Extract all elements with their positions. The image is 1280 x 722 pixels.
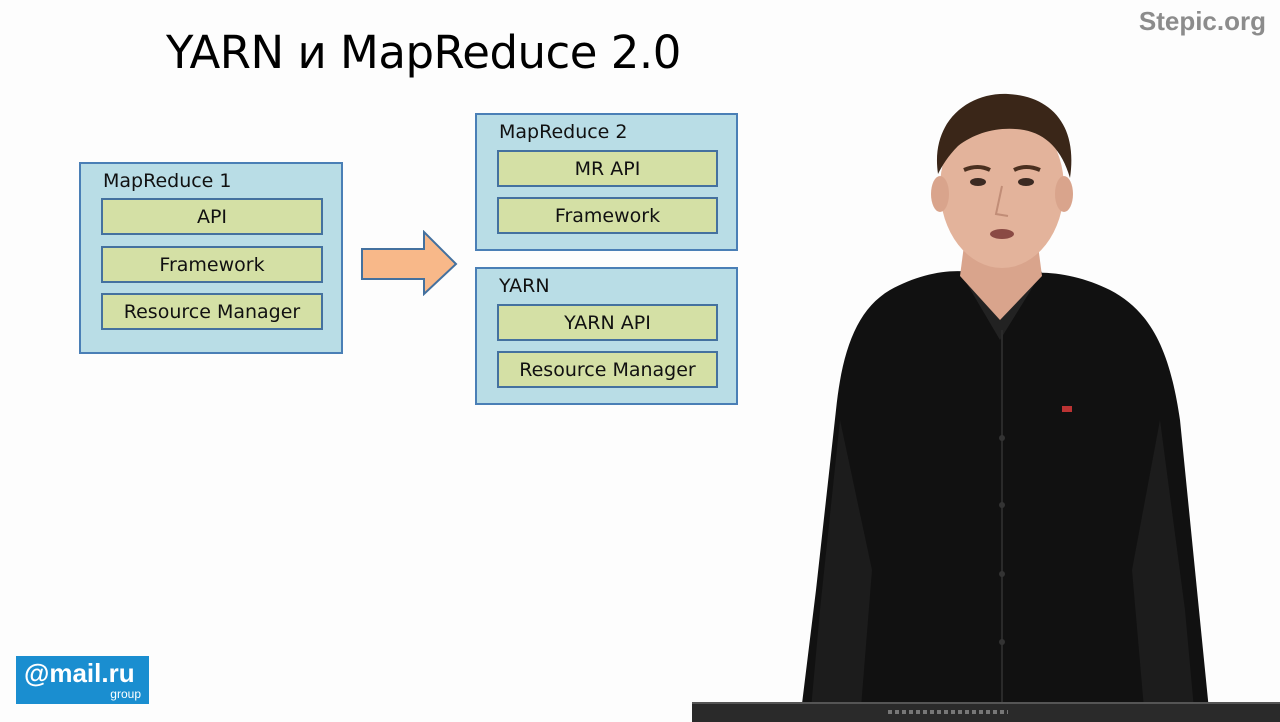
- yarn-api-layer: YARN API: [497, 304, 718, 341]
- stepic-watermark: Stepic.org: [1138, 6, 1266, 36]
- yarn-resource-manager-layer: Resource Manager: [497, 351, 718, 388]
- yarn-group: YARN YARN API Resource Manager: [475, 267, 738, 405]
- api-layer: API: [101, 198, 323, 235]
- resource-manager-layer: Resource Manager: [101, 293, 323, 330]
- mr-api-layer: MR API: [497, 150, 718, 187]
- logo-main-text: @mail.ru: [24, 658, 135, 688]
- logo-sub-text: group: [110, 687, 141, 701]
- presenter-figure: [800, 93, 1210, 720]
- mr2-framework-layer: Framework: [497, 197, 718, 234]
- yarn-label: YARN: [499, 275, 550, 297]
- mailru-group-logo: @mail.ru group: [16, 656, 149, 704]
- slide-title: YARN и MapReduce 2.0: [166, 26, 681, 79]
- transition-arrow: [361, 230, 458, 296]
- mapreduce1-group: MapReduce 1 API Framework Resource Manag…: [79, 162, 343, 354]
- mapreduce2-label: MapReduce 2: [499, 121, 628, 143]
- framework-layer: Framework: [101, 246, 323, 283]
- lectern-grill: [888, 710, 1008, 714]
- mapreduce1-label: MapReduce 1: [103, 170, 232, 192]
- mapreduce2-group: MapReduce 2 MR API Framework: [475, 113, 738, 251]
